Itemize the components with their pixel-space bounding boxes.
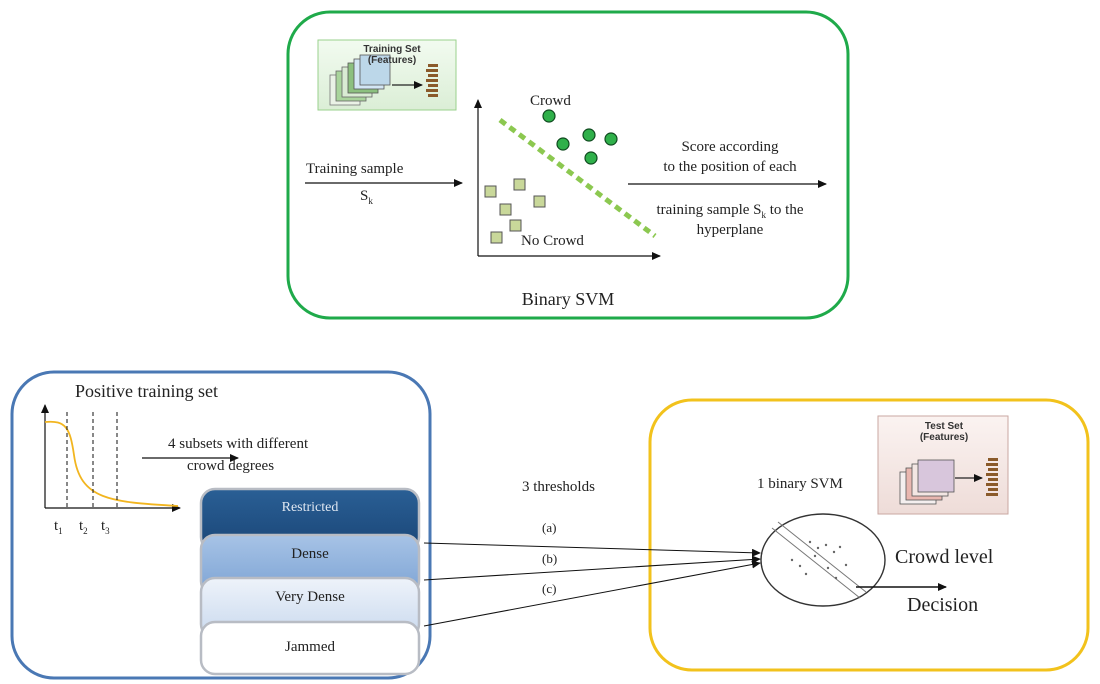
crowd-point: [542, 109, 556, 123]
training-set-subtitle: (Features): [367, 55, 417, 66]
crowd-point: [556, 137, 570, 151]
decision-label: Decision: [907, 594, 979, 616]
arrow-a-label: (a): [542, 520, 557, 535]
no-crowd-point: [499, 203, 512, 216]
arrow-b: [423, 555, 761, 581]
crowd-point: [584, 151, 598, 165]
level-dense-label: Dense: [291, 546, 329, 562]
no-crowd-point: [513, 178, 526, 191]
no-crowd-point: [490, 231, 503, 244]
no-crowd-point: [484, 185, 497, 198]
tick-t1: t1: [54, 518, 63, 536]
class-crowd-label: Crowd: [530, 93, 571, 109]
crowd-point: [604, 132, 618, 146]
binary-svm-caption: Binary SVM: [521, 289, 615, 309]
tick-t2: t2: [79, 518, 88, 536]
test-set-thumbnail: [877, 415, 1009, 515]
arrow-c: [423, 560, 761, 627]
score-text-line-3: training sample Sk to the: [656, 202, 804, 220]
crowd-point: [582, 128, 596, 142]
subsets-text-line-2: crowd degrees: [187, 458, 275, 474]
no-crowd-point: [533, 195, 546, 208]
svm-count-label: 1 binary SVM: [757, 476, 843, 492]
score-text-line-2: to the position of each: [663, 159, 797, 175]
crowd-level-stack: [199, 487, 421, 676]
level-jammed-label: Jammed: [285, 639, 335, 655]
score-text-line-4: hyperplane: [696, 222, 764, 238]
training-set-thumbnail: [317, 39, 457, 111]
crowd-points: [542, 109, 618, 165]
tick-t3: t3: [101, 518, 110, 536]
no-crowd-points: [484, 178, 546, 244]
no-crowd-point: [509, 219, 522, 232]
test-set-title: Test Set: [924, 421, 964, 432]
arrow-c-label: (c): [542, 581, 557, 596]
svm-ellipse-icon: [760, 513, 886, 607]
subsets-text-line-1: 4 subsets with different: [168, 436, 309, 452]
class-no-crowd-label: No Crowd: [521, 233, 584, 249]
training-set-title: Training Set: [363, 44, 421, 55]
hyperplane: [498, 117, 657, 239]
arrow-a: [423, 542, 761, 557]
level-restricted-label: Restricted: [281, 500, 339, 515]
level-jammed: [199, 620, 421, 676]
positive-training-set-title: Positive training set: [75, 381, 218, 401]
level-very-dense-label: Very Dense: [275, 589, 345, 605]
training-sample-label: Training sample: [306, 161, 404, 177]
test-set-subtitle: (Features): [919, 432, 969, 443]
crowd-level-label: Crowd level: [895, 546, 994, 568]
distribution-curve: [44, 420, 179, 507]
sample-symbol: Sk: [360, 188, 373, 206]
thresholds-label: 3 thresholds: [522, 479, 595, 495]
arrow-b-label: (b): [542, 551, 558, 566]
score-text-line-1: Score according: [681, 139, 779, 155]
